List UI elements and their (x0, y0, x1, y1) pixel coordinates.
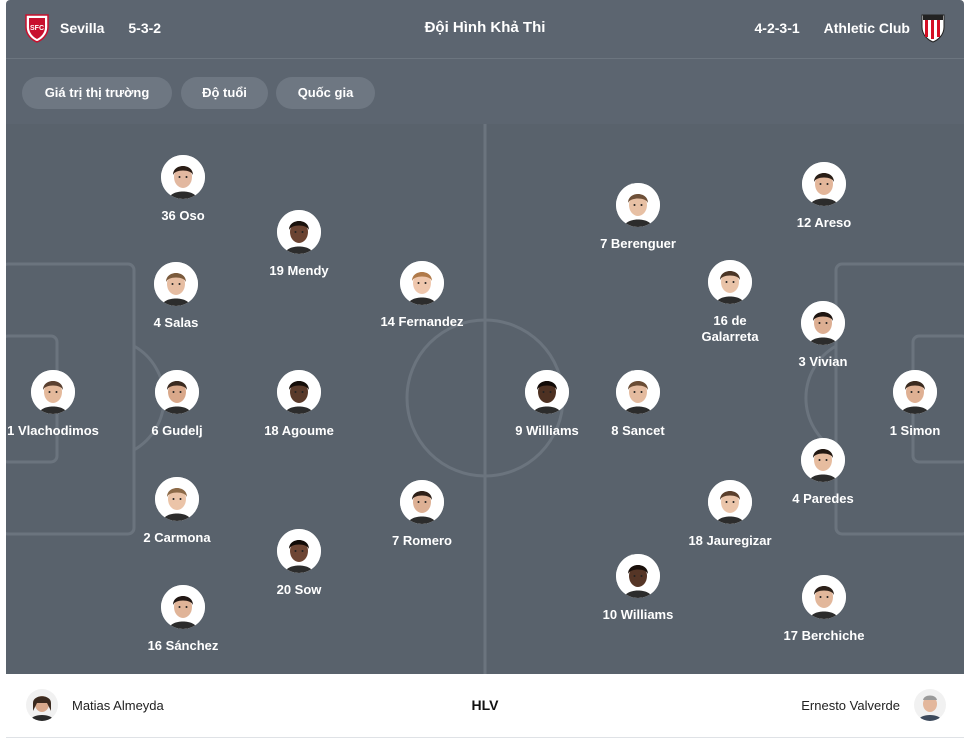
svg-text:SFC: SFC (30, 25, 44, 32)
home-player[interactable]: 36 Oso (123, 155, 243, 224)
player-avatar-icon (708, 480, 752, 524)
home-coach-avatar-icon (26, 689, 58, 721)
player-avatar-icon (801, 301, 845, 345)
pitch: 36 Oso 19 Mendy 4 Salas 14 Fernandez 1 Vlach… (6, 124, 964, 674)
player-avatar-icon (277, 210, 321, 254)
player-name: 18 Jauregizar (688, 533, 772, 548)
player-avatar-icon (277, 370, 321, 414)
away-coach: Ernesto Valverde (787, 689, 946, 721)
player-name: 2 Carmona (143, 530, 211, 545)
away-player[interactable]: 12 Areso (764, 162, 884, 231)
away-player[interactable]: 7 Berenguer (578, 183, 698, 252)
player-name: 3 Vivian (798, 354, 848, 369)
player-name: 36 Oso (161, 208, 205, 223)
player-avatar-icon (802, 575, 846, 619)
player-name: 4 Paredes (792, 491, 854, 506)
tab-nationality[interactable]: Quốc gia (276, 77, 375, 109)
player-name: 14 Fernandez (380, 314, 464, 329)
player-avatar-icon (161, 585, 205, 629)
home-player[interactable]: 19 Mendy (239, 210, 359, 279)
away-player[interactable]: 8 Sancet (578, 370, 698, 439)
player-name: 6 Gudelj (151, 423, 203, 438)
coaches-bar: Matias Almeyda HLV Ernesto Valverde (6, 674, 964, 738)
player-avatar-icon (155, 370, 199, 414)
player-name: 7 Romero (392, 533, 452, 548)
player-name: 18 Agoume (264, 423, 334, 438)
player-avatar-icon (155, 477, 199, 521)
player-avatar-icon (400, 480, 444, 524)
away-player[interactable]: 9 Williams (487, 370, 607, 439)
home-formation: 5-3-2 (128, 20, 162, 36)
home-player[interactable]: 18 Agoume (239, 370, 359, 439)
player-avatar-icon (525, 370, 569, 414)
lineup-header: SFC Sevilla 5-3-2 Đội Hình Khả Thi 4-2-3… (6, 0, 964, 58)
filter-tabs: Giá trị thị trường Độ tuổi Quốc gia (6, 58, 964, 124)
away-team-name[interactable]: Athletic Club (823, 20, 910, 36)
home-coach: Matias Almeyda (26, 689, 178, 721)
home-player[interactable]: 16 Sánchez (123, 585, 243, 654)
player-name: 16 de Galarreta (701, 313, 759, 344)
away-team-header: 4-2-3-1 Athletic Club (741, 13, 946, 43)
player-name: 17 Berchiche (783, 628, 865, 643)
page-title: Đội Hình Khả Thi (424, 19, 546, 36)
sevilla-crest-icon: SFC (24, 13, 50, 43)
home-player[interactable]: 2 Carmona (117, 477, 237, 546)
away-player[interactable]: 10 Williams (578, 554, 698, 623)
away-player[interactable]: 18 Jauregizar (670, 480, 790, 549)
player-avatar-icon (31, 370, 75, 414)
player-name: 12 Areso (796, 215, 852, 230)
player-name: 8 Sancet (611, 423, 665, 438)
player-avatar-icon (400, 261, 444, 305)
player-avatar-icon (154, 262, 198, 306)
tab-age[interactable]: Độ tuổi (181, 77, 268, 109)
player-avatar-icon (616, 370, 660, 414)
away-player[interactable]: 1 Simon (855, 370, 964, 439)
away-player[interactable]: 4 Paredes (763, 438, 883, 507)
away-coach-avatar-icon (914, 689, 946, 721)
home-player[interactable]: 14 Fernandez (362, 261, 482, 330)
home-player[interactable]: 4 Salas (116, 262, 236, 331)
away-player[interactable]: 16 de Galarreta (670, 260, 790, 345)
tab-market-value[interactable]: Giá trị thị trường (22, 77, 172, 109)
home-player[interactable]: 6 Gudelj (117, 370, 237, 439)
player-name: 1 Vlachodimos (7, 423, 99, 438)
player-name: 20 Sow (276, 582, 322, 597)
player-name: 9 Williams (515, 423, 579, 438)
player-avatar-icon (708, 260, 752, 304)
player-avatar-icon (801, 438, 845, 482)
away-player[interactable]: 3 Vivian (763, 301, 883, 370)
home-player[interactable]: 1 Vlachodimos (6, 370, 113, 439)
player-avatar-icon (277, 529, 321, 573)
home-team-header: SFC Sevilla 5-3-2 (24, 13, 175, 43)
player-avatar-icon (616, 183, 660, 227)
athletic-club-crest-icon (920, 13, 946, 43)
player-name: 1 Simon (889, 423, 941, 438)
away-formation: 4-2-3-1 (754, 20, 800, 36)
player-avatar-icon (161, 155, 205, 199)
away-player[interactable]: 17 Berchiche (764, 575, 884, 644)
player-avatar-icon (802, 162, 846, 206)
player-avatar-icon (893, 370, 937, 414)
player-name: 7 Berenguer (600, 236, 676, 251)
player-name: 16 Sánchez (147, 638, 219, 653)
home-coach-name[interactable]: Matias Almeyda (72, 697, 164, 713)
player-name: 10 Williams (602, 607, 674, 622)
player-name: 4 Salas (153, 315, 199, 330)
coach-label: HLV (471, 697, 499, 713)
away-coach-name[interactable]: Ernesto Valverde (801, 697, 900, 713)
home-player[interactable]: 7 Romero (362, 480, 482, 549)
player-avatar-icon (616, 554, 660, 598)
home-player[interactable]: 20 Sow (239, 529, 359, 598)
player-name: 19 Mendy (269, 263, 329, 278)
home-team-name[interactable]: Sevilla (60, 20, 105, 36)
